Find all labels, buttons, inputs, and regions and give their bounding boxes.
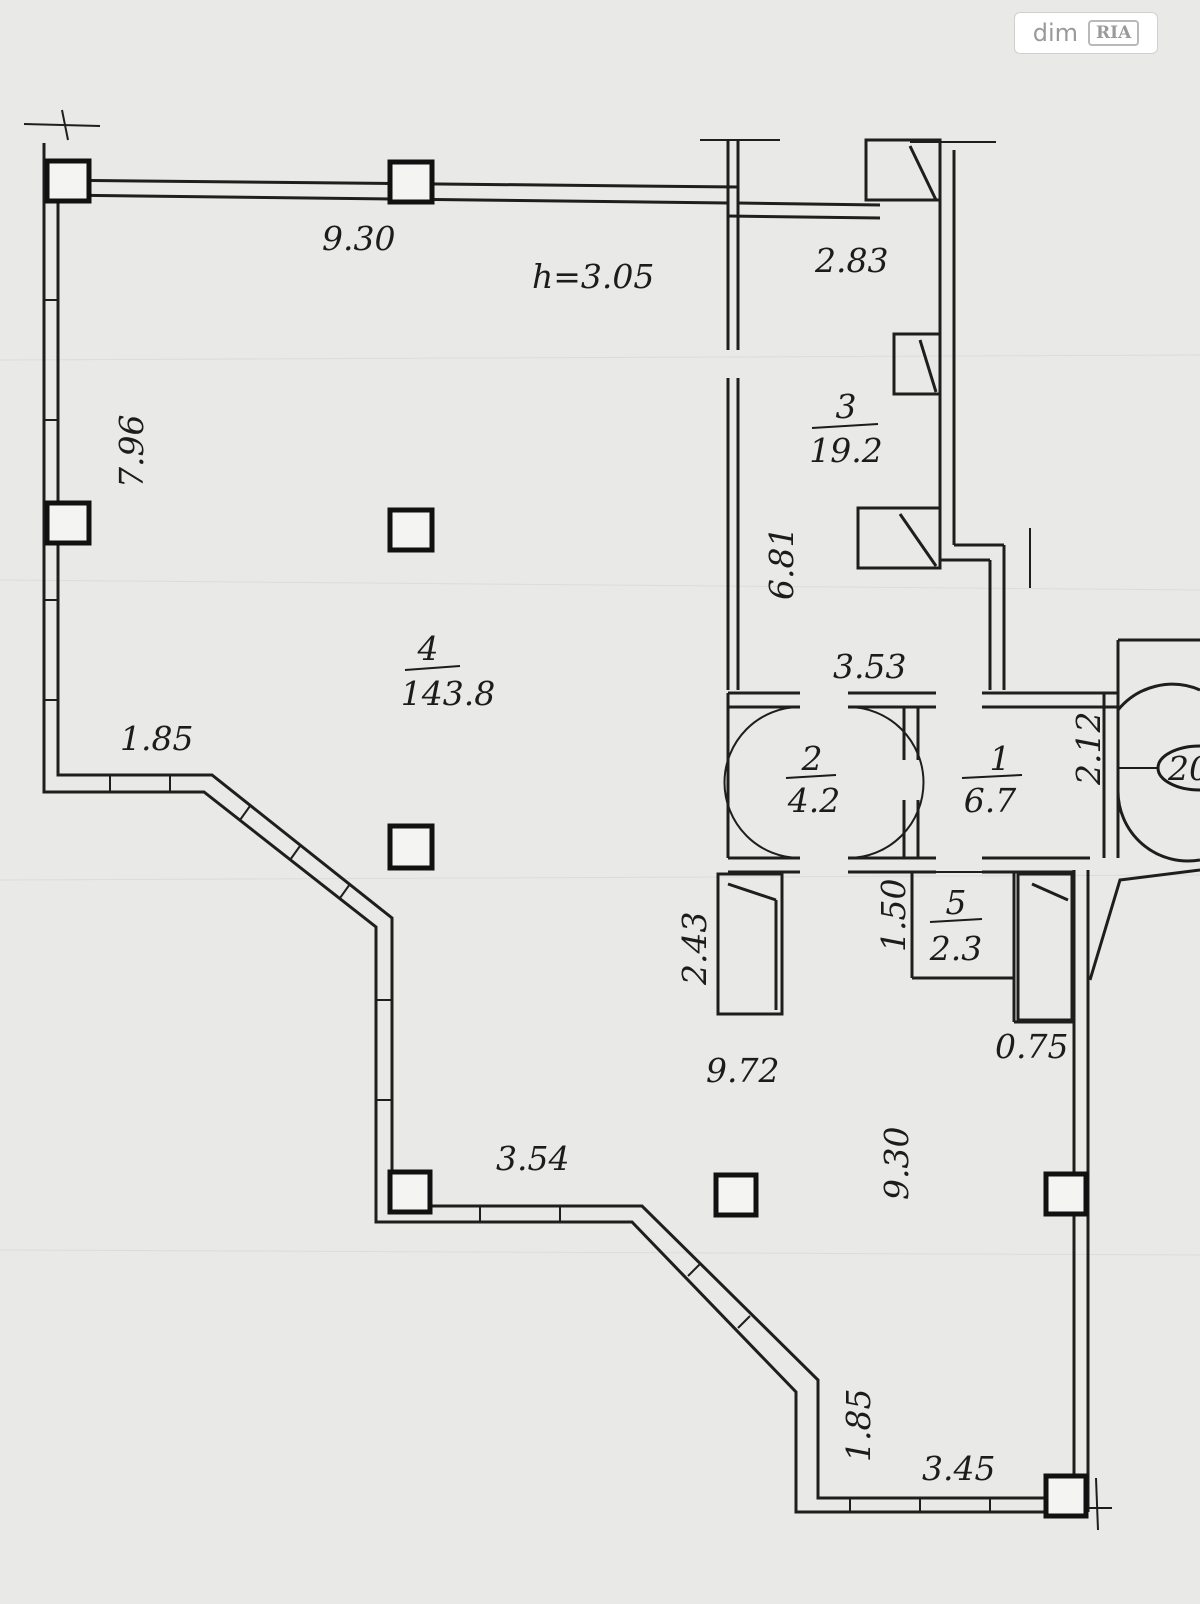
site-watermark: dim RIA <box>1014 12 1158 54</box>
dim-room3-width: 2.83 <box>814 241 888 280</box>
svg-text:143.8: 143.8 <box>401 674 495 713</box>
room-5-label: 5 2.3 <box>929 883 982 968</box>
edge-marker: 20 <box>1118 744 1200 792</box>
dim-diagonal-lower: 1.85 <box>839 1389 878 1462</box>
svg-text:4.2: 4.2 <box>787 781 840 820</box>
svg-text:5: 5 <box>946 883 967 922</box>
svg-text:2.3: 2.3 <box>929 929 982 968</box>
dim-closet-height: 2.43 <box>675 912 714 986</box>
fixtures <box>716 138 1074 1022</box>
svg-text:19.2: 19.2 <box>809 431 882 470</box>
dim-room1-width: 3.53 <box>833 647 906 686</box>
edge-label: 20 <box>1167 749 1200 788</box>
dim-right-height: 9.30 <box>877 1127 916 1200</box>
column <box>1043 1171 1089 1217</box>
column <box>1043 1473 1089 1519</box>
dim-hall-width: 9.72 <box>706 1051 779 1090</box>
paper-texture <box>0 354 1200 1256</box>
dim-room5-height: 1.50 <box>874 879 913 952</box>
dim-step-width: 3.54 <box>496 1139 569 1178</box>
svg-text:4: 4 <box>417 629 439 668</box>
watermark-badge: RIA <box>1088 20 1140 46</box>
svg-text:6.7: 6.7 <box>964 781 1016 820</box>
svg-text:1: 1 <box>990 739 1011 778</box>
column <box>44 158 92 204</box>
room-2-label: 2 4.2 <box>785 739 840 820</box>
exterior-walls <box>23 109 1112 1531</box>
room-3-label: 3 19.2 <box>809 387 882 470</box>
ceiling-height: h=3.05 <box>532 257 654 296</box>
dim-left-height: 7.96 <box>112 415 151 488</box>
column <box>713 1172 759 1218</box>
closet-box <box>716 872 784 1016</box>
columns <box>44 158 1089 1519</box>
column <box>387 159 435 205</box>
svg-text:2: 2 <box>801 739 823 778</box>
svg-text:3: 3 <box>836 387 857 426</box>
column <box>387 823 435 871</box>
column <box>387 507 435 553</box>
dim-diagonal-upper: 1.85 <box>120 719 193 758</box>
room-4-label: 4 143.8 <box>401 629 495 713</box>
dim-room1-height: 2.12 <box>1069 712 1108 786</box>
room-1-label: 1 6.7 <box>961 739 1023 820</box>
column <box>387 1169 433 1215</box>
dim-niche-width: 0.75 <box>995 1027 1068 1066</box>
dim-corridor-height: 6.81 <box>762 527 801 600</box>
dimension-labels: 9.30 h=3.05 2.83 7.96 6.81 3.53 1.85 2.1… <box>112 219 1108 1488</box>
dim-top-width: 9.30 <box>322 219 395 258</box>
dim-bottom-width: 3.45 <box>922 1449 995 1488</box>
column <box>44 500 92 546</box>
watermark-brand: dim <box>1032 19 1078 47</box>
